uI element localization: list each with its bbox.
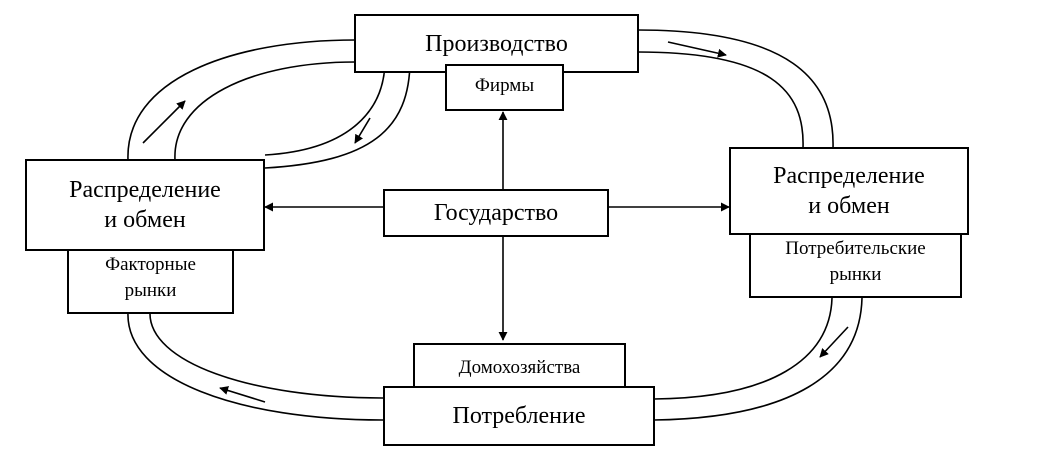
flow-band-left-top-outer [127, 39, 356, 161]
state-label: Государство [433, 200, 559, 226]
consumer-markets-label: Потребительские рынки [785, 238, 926, 285]
flow-arrow-right-bottom [819, 326, 849, 358]
firms-label: Фирмы [474, 75, 535, 96]
distribution-left-label: Распределение и обмен [69, 177, 221, 233]
flow-band-left-bottom-outer [127, 311, 384, 421]
flow-band-right-top-outer [637, 29, 834, 149]
state-box: Государство [383, 189, 609, 237]
production-label: Производство [425, 30, 568, 57]
distribution-right-label: Распределение и обмен [773, 163, 925, 219]
flow-band-right-bottom-outer [653, 297, 863, 421]
flow-band-left-top-inner [174, 61, 356, 161]
flow-arrow-right-top [667, 41, 727, 58]
distribution-left-box: Распределение и обмен [25, 159, 265, 251]
flow-band-right-bottom-inner [653, 297, 833, 400]
flow-arrow-left-top-up [142, 100, 186, 144]
consumption-box: Потребление [383, 386, 655, 446]
flow-band-right-top-inner [637, 51, 804, 149]
factor-markets-box: Факторные рынки [67, 240, 234, 314]
flow-band-left-top-inner-3 [264, 59, 411, 169]
consumption-label: Потребление [452, 403, 586, 429]
flow-arrow-left-top-down [354, 117, 371, 144]
factor-markets-label: Факторные рынки [105, 254, 196, 301]
firms-box: Фирмы [445, 64, 564, 111]
flow-arrow-left-bottom [219, 386, 266, 403]
flow-band-left-bottom-inner [149, 311, 384, 399]
distribution-right-box: Распределение и обмен [729, 147, 969, 235]
households-label: Домохозяйства [458, 357, 581, 378]
flow-band-left-top-inner-2 [264, 59, 386, 156]
